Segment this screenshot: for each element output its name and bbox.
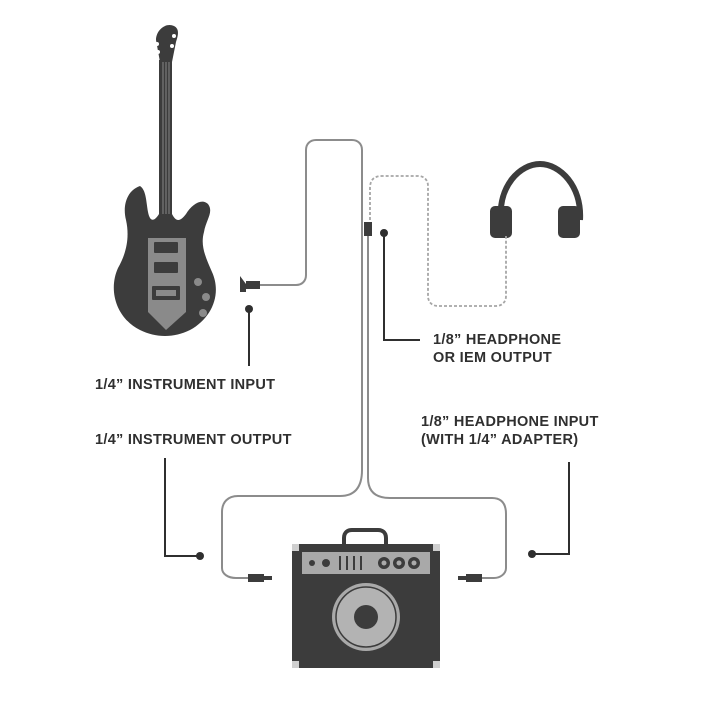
cable-guitar-to-amp: [221, 139, 363, 579]
label-headphone-input-line1: 1/8” HEADPHONE INPUT: [421, 414, 599, 430]
label-instrument-output: 1/4” INSTRUMENT OUTPUT: [95, 431, 292, 449]
cable-headphone-dashed: [369, 175, 507, 307]
leader-line-instrument-input: [245, 305, 253, 366]
cable-amp-to-headphones: [367, 232, 507, 579]
label-instrument-input-text: 1/4” INSTRUMENT INPUT: [95, 377, 276, 393]
label-headphone-input: 1/8” HEADPHONE INPUT (WITH 1/4” ADAPTER): [421, 413, 599, 449]
headphones-icon: [490, 160, 584, 238]
leader-line-headphone-output: [380, 229, 420, 341]
leader-line-instrument-output: [164, 458, 204, 560]
label-headphone-output: 1/8” HEADPHONE OR IEM OUTPUT: [433, 331, 561, 367]
guitar-amp-icon: [292, 528, 440, 668]
label-headphone-output-line2: OR IEM OUTPUT: [433, 350, 553, 366]
electric-guitar-icon: [113, 24, 216, 336]
cable-plug-icon: [240, 222, 482, 582]
label-instrument-input: 1/4” INSTRUMENT INPUT: [95, 376, 275, 394]
label-headphone-output-line1: 1/8” HEADPHONE: [433, 332, 562, 348]
label-headphone-input-line2: (WITH 1/4” ADAPTER): [421, 432, 579, 448]
leader-line-headphone-input: [528, 462, 570, 558]
label-instrument-output-text: 1/4” INSTRUMENT OUTPUT: [95, 432, 292, 448]
